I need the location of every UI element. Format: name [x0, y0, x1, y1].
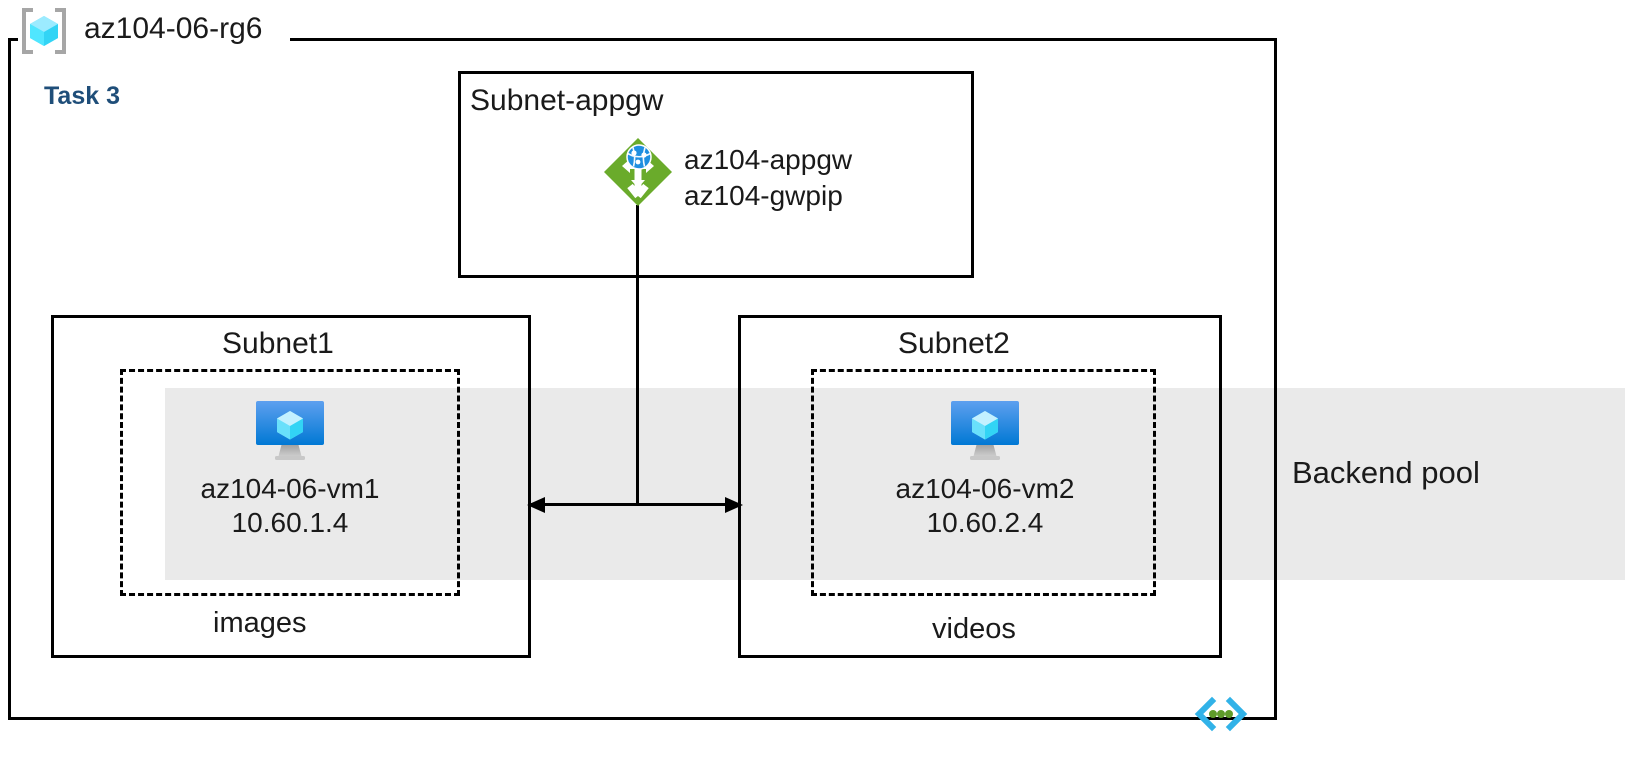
virtual-machine-vm1: az104-06-vm1 10.60.1.4	[160, 398, 420, 540]
subnet1-box	[51, 315, 531, 658]
connector-appgw-to-bus	[636, 205, 639, 505]
virtual-machine-vm2: az104-06-vm2 10.60.2.4	[855, 398, 1115, 540]
arrow-head-left	[527, 497, 545, 513]
subnet-appgw-title: Subnet-appgw	[470, 84, 664, 117]
subnet1-vm-group	[120, 369, 460, 596]
rg-border-top-left	[8, 38, 18, 41]
subnet2-box	[738, 315, 1222, 658]
vm1-name: az104-06-vm1	[200, 473, 380, 504]
appgw-name: az104-appgw	[684, 144, 853, 175]
task-label: Task 3	[44, 82, 120, 110]
vm1-ip: 10.60.1.4	[231, 507, 349, 539]
subnet2-caption: videos	[932, 613, 1016, 645]
rg-border-bottom	[8, 717, 1277, 720]
vm2-name: az104-06-vm2	[895, 473, 1075, 504]
subnet2-vm-group	[811, 369, 1156, 596]
backend-pool-band	[165, 388, 1625, 580]
application-gateway-labels: az104-appgw az104-gwpip	[684, 142, 852, 214]
subnet2-title: Subnet2	[898, 327, 1010, 360]
connector-subnet1-subnet2	[531, 503, 739, 506]
resource-group-frame	[8, 38, 1277, 720]
virtual-machine-icon	[951, 401, 1019, 460]
subnet1-title: Subnet1	[222, 327, 334, 360]
resource-group-icon	[18, 8, 70, 54]
backend-pool-label: Backend pool	[1292, 455, 1480, 490]
resource-group-name: az104-06-rg6	[84, 12, 263, 45]
vm2-ip: 10.60.2.4	[926, 507, 1044, 539]
subnet-appgw-box	[458, 71, 974, 278]
rg-border-top-right	[290, 38, 1277, 41]
rg-border-left	[8, 38, 11, 720]
gwpip-name: az104-gwpip	[684, 179, 843, 211]
arrow-head-right	[725, 497, 743, 513]
virtual-machine-icon	[256, 401, 324, 460]
subnet1-caption: images	[213, 607, 307, 639]
application-gateway-icon	[602, 136, 674, 208]
virtual-network-icon	[1194, 696, 1248, 732]
rg-border-right	[1274, 38, 1277, 720]
